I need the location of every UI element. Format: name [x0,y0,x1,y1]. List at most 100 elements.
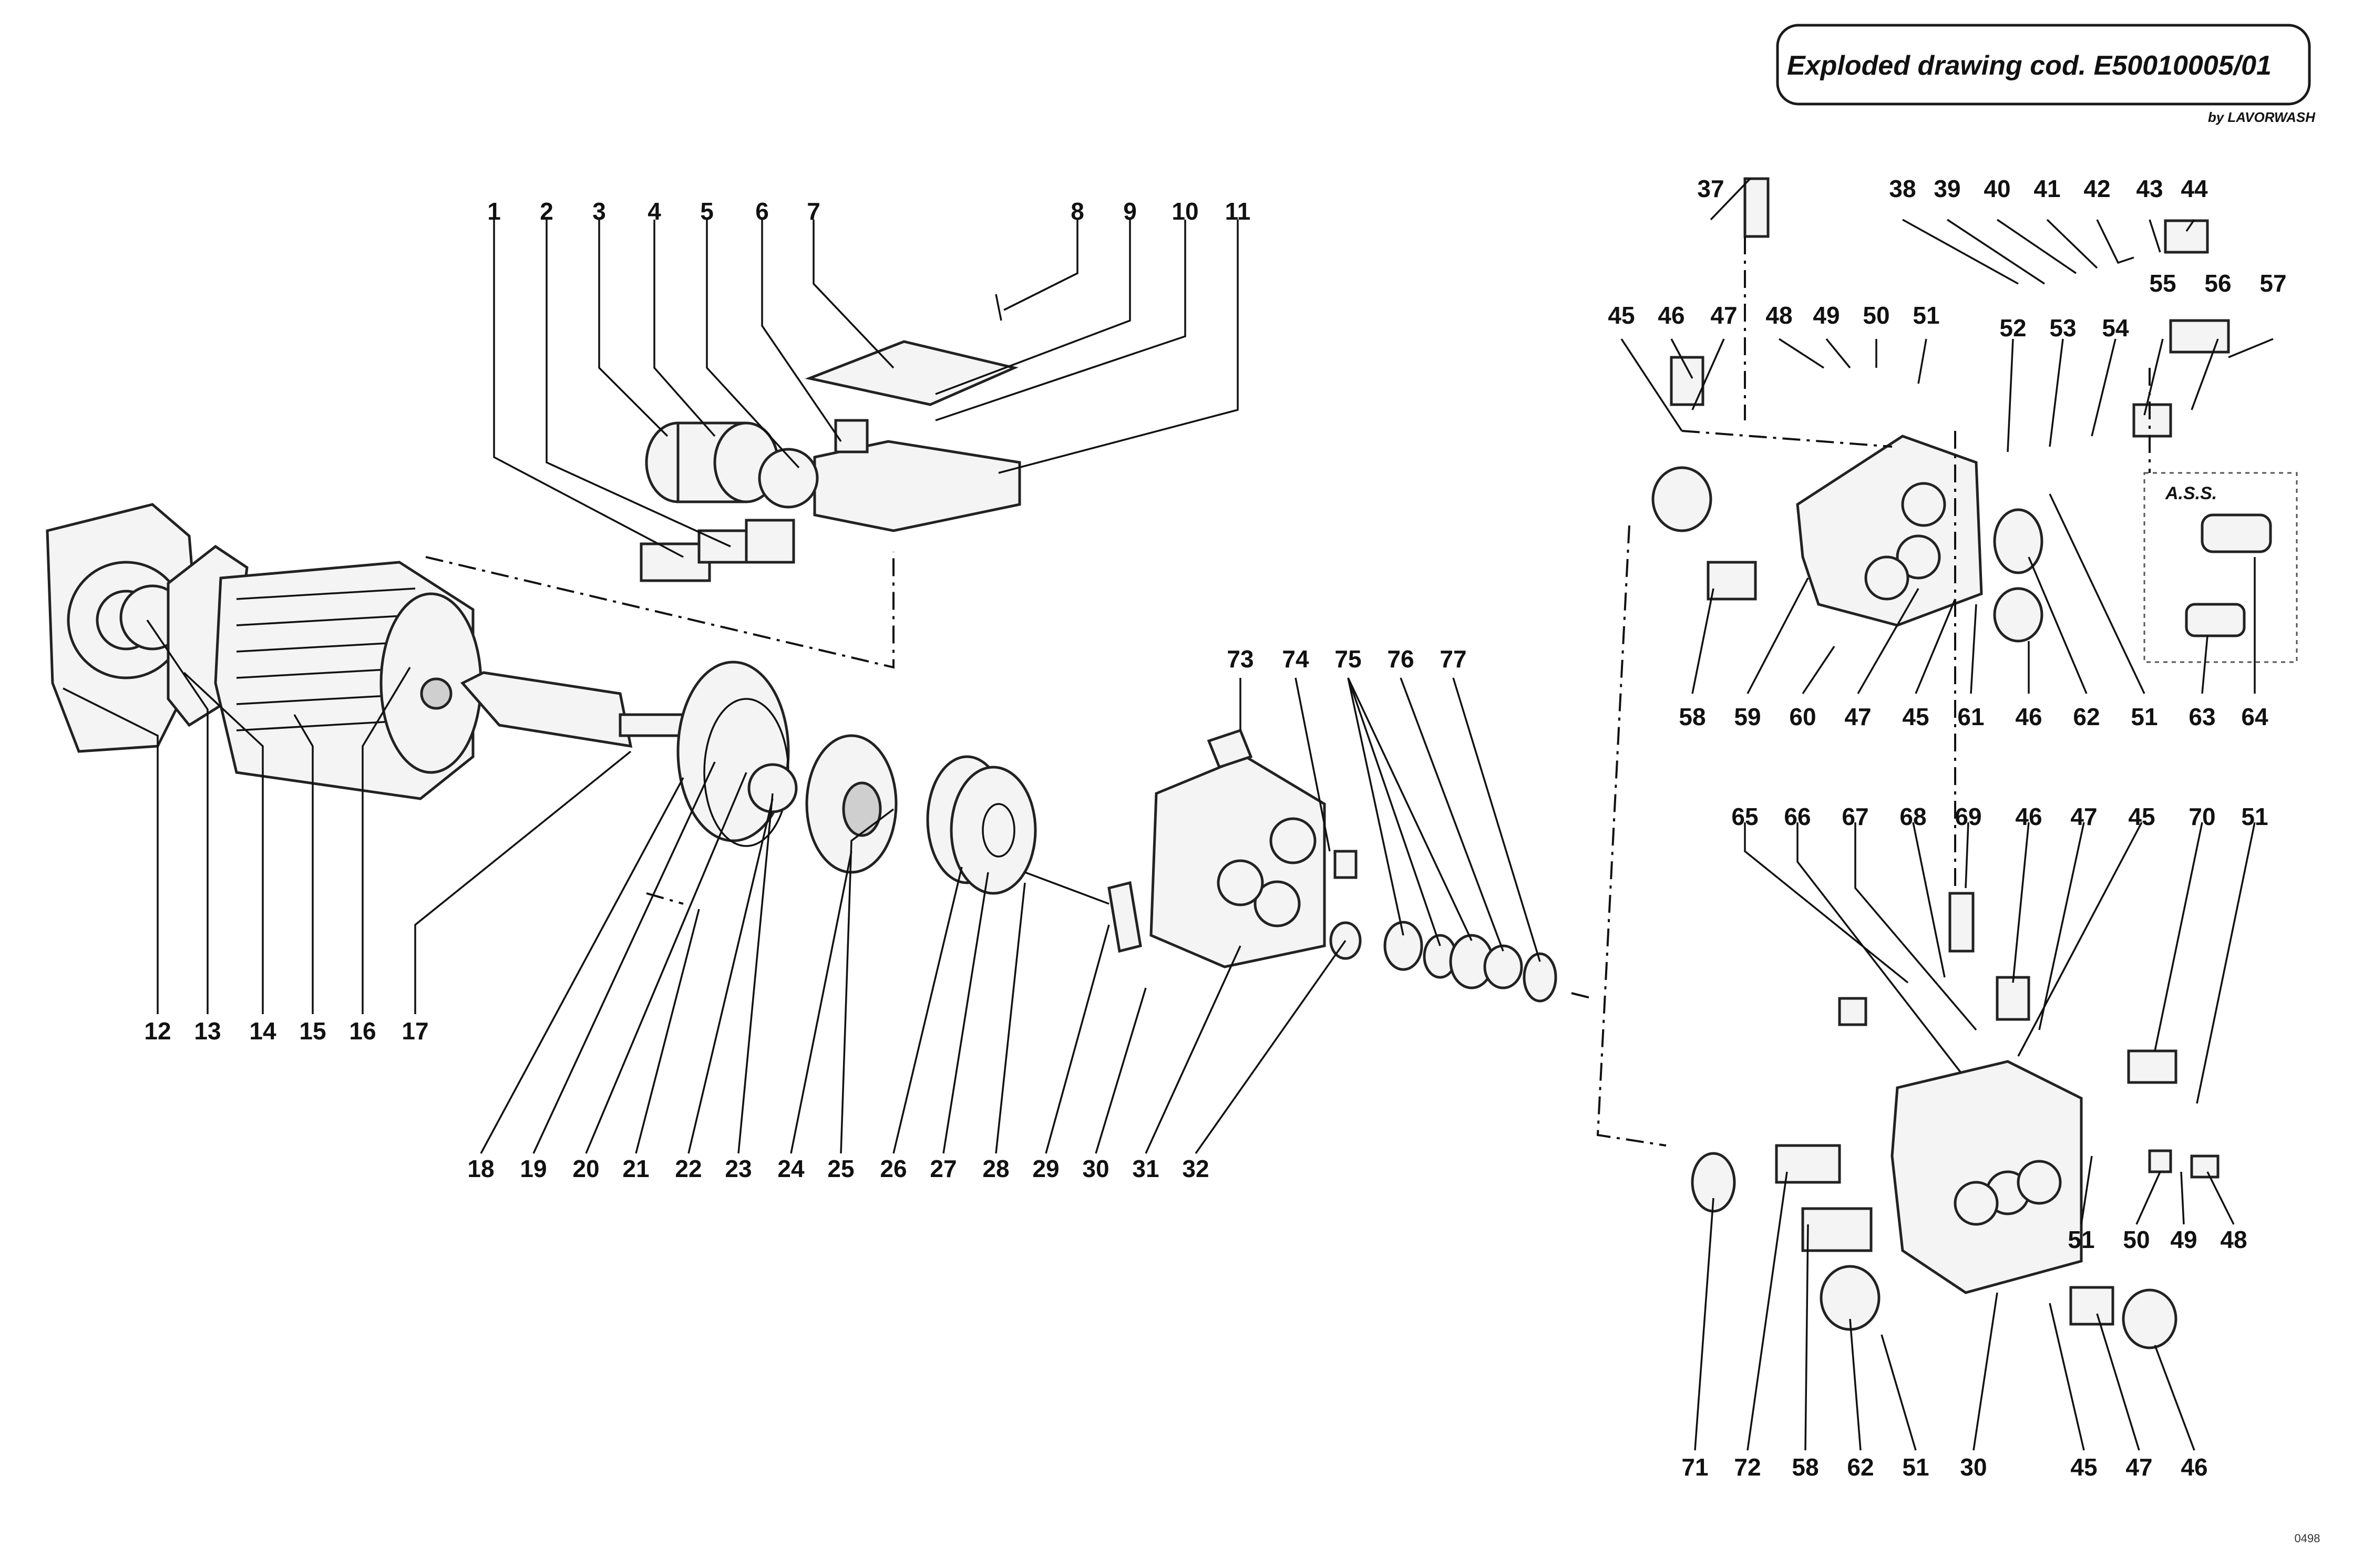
callout-50-lower: 50 [2123,1226,2150,1253]
callout-37: 37 [1697,175,1724,202]
callout-50-upper: 50 [1863,302,1889,329]
callout-27: 27 [930,1155,957,1182]
callout-69: 69 [1955,803,1981,830]
callout-48-lower: 48 [2220,1226,2247,1253]
callout-65: 65 [1731,803,1758,830]
callout-2: 2 [540,198,553,225]
callout-58-lower: 58 [1792,1453,1819,1481]
switch-box-assembly [640,294,1021,582]
callout-4: 4 [648,198,661,225]
callout-22: 22 [675,1155,702,1182]
callout-30-lower: 30 [1960,1453,1987,1481]
callout-8: 8 [1071,198,1084,225]
callout-10: 10 [1172,198,1198,225]
callout-43: 43 [2136,175,2163,202]
callout-74: 74 [1282,645,1309,673]
callout-64: 64 [2241,703,2268,730]
callout-45-lower-top: 45 [2128,803,2155,830]
callout-72: 72 [1734,1453,1761,1481]
callout-42: 42 [2083,175,2110,202]
callout-41: 41 [2033,175,2060,202]
motor-assembly [46,503,685,800]
callout-59: 59 [1734,703,1761,730]
callout-73: 73 [1227,645,1254,673]
callout-16: 16 [349,1017,376,1045]
callout-5: 5 [700,198,714,225]
callout-46-lower-top: 46 [2015,803,2042,830]
callout-47-lower-bottom: 47 [2125,1453,2152,1481]
callout-57: 57 [2259,270,2286,297]
callout-17: 17 [402,1017,428,1045]
callout-67: 67 [1842,803,1868,830]
callout-30: 30 [1082,1155,1109,1182]
callout-46-mid: 46 [2015,703,2042,730]
callout-23: 23 [725,1155,752,1182]
callout-25: 25 [827,1155,854,1182]
drawing-code: 0498 [2295,1532,2320,1545]
callout-77: 77 [1440,645,1466,673]
callout-6: 6 [755,198,769,225]
callout-51-mid: 51 [2131,703,2157,730]
callout-47-upper: 47 [1710,302,1737,329]
callout-40: 40 [1984,175,2010,202]
callout-45-lower-bottom: 45 [2070,1453,2097,1481]
callout-44: 44 [2181,175,2208,202]
callout-53: 53 [2049,314,2076,342]
callout-49-upper: 49 [1813,302,1840,329]
callout-58-upper: 58 [1679,703,1706,730]
ass-label: A.S.S. [2165,483,2217,503]
callout-20: 20 [572,1155,599,1182]
callout-47-mid: 47 [1844,703,1871,730]
callout-7: 7 [807,198,820,225]
callout-68: 68 [1899,803,1926,830]
callout-52: 52 [1999,314,2026,342]
callout-75: 75 [1334,645,1361,673]
callout-51-upper: 51 [1913,302,1939,329]
callout-14: 14 [249,1017,276,1045]
callout-38: 38 [1889,175,1916,202]
callout-71: 71 [1681,1453,1708,1481]
valve-block-upper: A.S.S. [1651,177,2298,663]
callout-26: 26 [880,1155,907,1182]
callout-61: 61 [1957,703,1984,730]
callout-49-lower: 49 [2170,1226,2197,1253]
callout-45-upper: 45 [1608,302,1635,329]
callout-47-lower-top: 47 [2070,803,2097,830]
callout-70: 70 [2189,803,2215,830]
callout-1: 1 [487,198,501,225]
callout-3: 3 [592,198,606,225]
leader-lines [63,178,2274,1451]
callout-31: 31 [1132,1155,1159,1182]
callout-9: 9 [1123,198,1137,225]
callout-11: 11 [1225,198,1251,225]
valve-block-lower [1691,892,2220,1349]
drawing-title: Exploded drawing cod. E50010005/01 [1787,50,2272,81]
callout-21: 21 [622,1155,649,1182]
callout-24: 24 [777,1155,805,1182]
callout-46-lower-bottom: 46 [2181,1453,2207,1481]
callout-12: 12 [144,1017,171,1045]
callout-51-lower-mid: 51 [2068,1226,2094,1253]
brand-label: by LAVORWASH [2208,109,2316,125]
callout-18: 18 [467,1155,494,1182]
callout-76: 76 [1387,645,1414,673]
callout-29: 29 [1032,1155,1059,1182]
callout-48-upper: 48 [1765,302,1792,329]
callout-51-lower-top: 51 [2241,803,2268,830]
callout-46-upper: 46 [1658,302,1684,329]
callout-39: 39 [1934,175,1960,202]
callout-32: 32 [1182,1155,1209,1182]
callout-54: 54 [2102,314,2129,342]
callout-45-mid: 45 [1902,703,1929,730]
callout-55: 55 [2149,270,2176,297]
pump-assembly [676,661,1557,1003]
callout-28: 28 [982,1155,1009,1182]
callout-62-lower: 62 [1847,1453,1874,1481]
title-block: Exploded drawing cod. E50010005/01 by LA… [1776,24,2316,125]
callout-56: 56 [2204,270,2231,297]
callout-66: 66 [1784,803,1811,830]
callout-60: 60 [1789,703,1816,730]
callout-numbers: 1 2 3 4 5 6 7 8 9 10 11 12 13 14 15 16 1… [144,175,2286,1481]
callout-15: 15 [299,1017,326,1045]
